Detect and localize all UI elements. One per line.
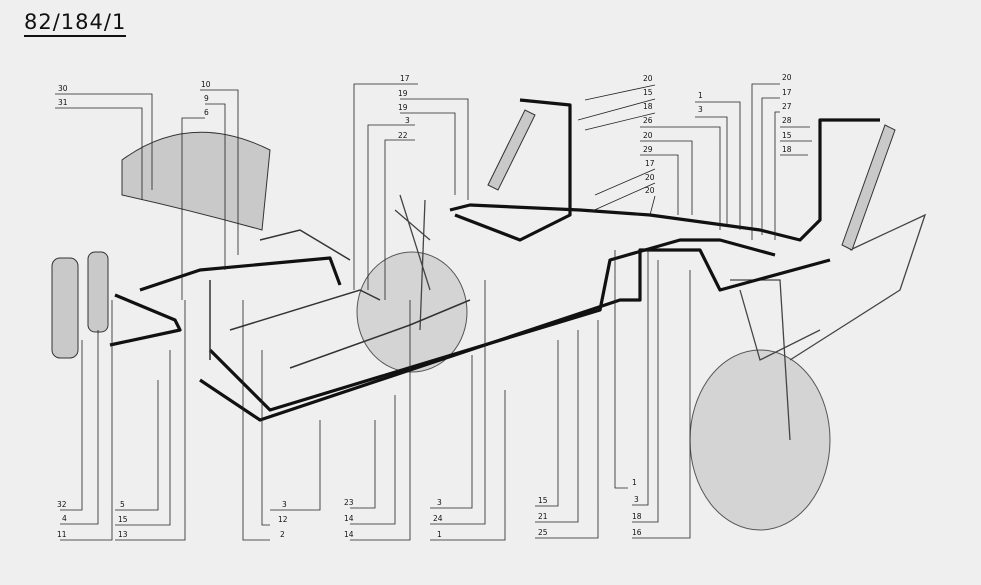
callout: 22 xyxy=(398,131,408,140)
callout: 20 xyxy=(645,186,655,195)
callout: 15 xyxy=(118,515,128,524)
callout: 29 xyxy=(643,145,653,154)
callout: 1 xyxy=(437,530,442,539)
callout: 3 xyxy=(698,105,703,114)
callout: 5 xyxy=(120,500,125,509)
callout: 31 xyxy=(58,98,68,107)
callout: 15 xyxy=(538,496,548,505)
callout: 20 xyxy=(782,73,792,82)
leader-lines xyxy=(55,83,812,541)
callout: 10 xyxy=(201,80,211,89)
callout: 14 xyxy=(344,530,354,539)
callouts-top-center: 17 19 19 3 22 xyxy=(398,74,410,140)
callout: 13 xyxy=(118,530,128,539)
left-actuator xyxy=(487,109,536,191)
callouts-bottom: 32 4 11 5 15 13 3 12 2 23 14 14 3 24 1 1… xyxy=(57,478,642,539)
callout: 1 xyxy=(632,478,637,487)
callout: 11 xyxy=(57,530,67,539)
callout: 18 xyxy=(782,145,792,154)
callout: 15 xyxy=(782,131,792,140)
callout: 18 xyxy=(632,512,642,521)
callout: 2 xyxy=(280,530,285,539)
callout: 20 xyxy=(643,74,653,83)
hydraulic-line-left xyxy=(109,256,342,347)
diagram-artwork xyxy=(51,98,927,531)
callout: 28 xyxy=(782,116,792,125)
callout: 24 xyxy=(433,514,443,523)
callout: 23 xyxy=(344,498,354,507)
callout: 3 xyxy=(634,495,639,504)
callout: 4 xyxy=(62,514,67,523)
accumulator-left xyxy=(51,257,79,359)
main-gear-strut xyxy=(730,213,927,441)
callout: 26 xyxy=(643,116,653,125)
callout: 9 xyxy=(204,94,209,103)
callouts-top-right: 1 3 20 17 27 28 15 18 xyxy=(698,73,792,154)
callouts-top-left: 30 31 10 9 6 xyxy=(58,80,211,117)
callout: 19 xyxy=(398,103,408,112)
callout: 16 xyxy=(632,528,642,537)
callout: 20 xyxy=(645,173,655,182)
callout: 25 xyxy=(538,528,548,537)
callouts-top-right-center: 20 15 18 26 20 29 17 20 20 xyxy=(643,74,655,195)
callout: 18 xyxy=(643,102,653,111)
callout: 27 xyxy=(782,102,792,111)
callout: 21 xyxy=(538,512,548,521)
nose-wheel xyxy=(356,251,468,373)
callout: 3 xyxy=(437,498,442,507)
callout: 30 xyxy=(58,84,68,93)
callout: 32 xyxy=(57,500,67,509)
right-actuator xyxy=(841,124,896,251)
hydraulic-line-return xyxy=(208,238,776,412)
fairing-panel xyxy=(121,131,271,231)
callout: 19 xyxy=(398,89,408,98)
callout: 20 xyxy=(643,131,653,140)
callout: 12 xyxy=(278,515,288,524)
callout: 1 xyxy=(698,91,703,100)
callout: 3 xyxy=(405,116,410,125)
callout: 17 xyxy=(782,88,792,97)
callout: 15 xyxy=(643,88,653,97)
callout: 3 xyxy=(282,500,287,509)
hydraulic-line-main xyxy=(199,248,831,422)
hydraulic-line-actuator xyxy=(454,98,572,242)
accumulator-right xyxy=(87,251,109,333)
nose-gear-strut xyxy=(394,194,431,331)
callout: 17 xyxy=(645,159,655,168)
callout: 14 xyxy=(344,514,354,523)
callout: 17 xyxy=(400,74,410,83)
callout: 6 xyxy=(204,108,209,117)
main-wheel xyxy=(689,349,831,531)
sheet-number: 82/184/1 xyxy=(24,10,127,37)
hydraulic-line-upper xyxy=(449,118,880,242)
